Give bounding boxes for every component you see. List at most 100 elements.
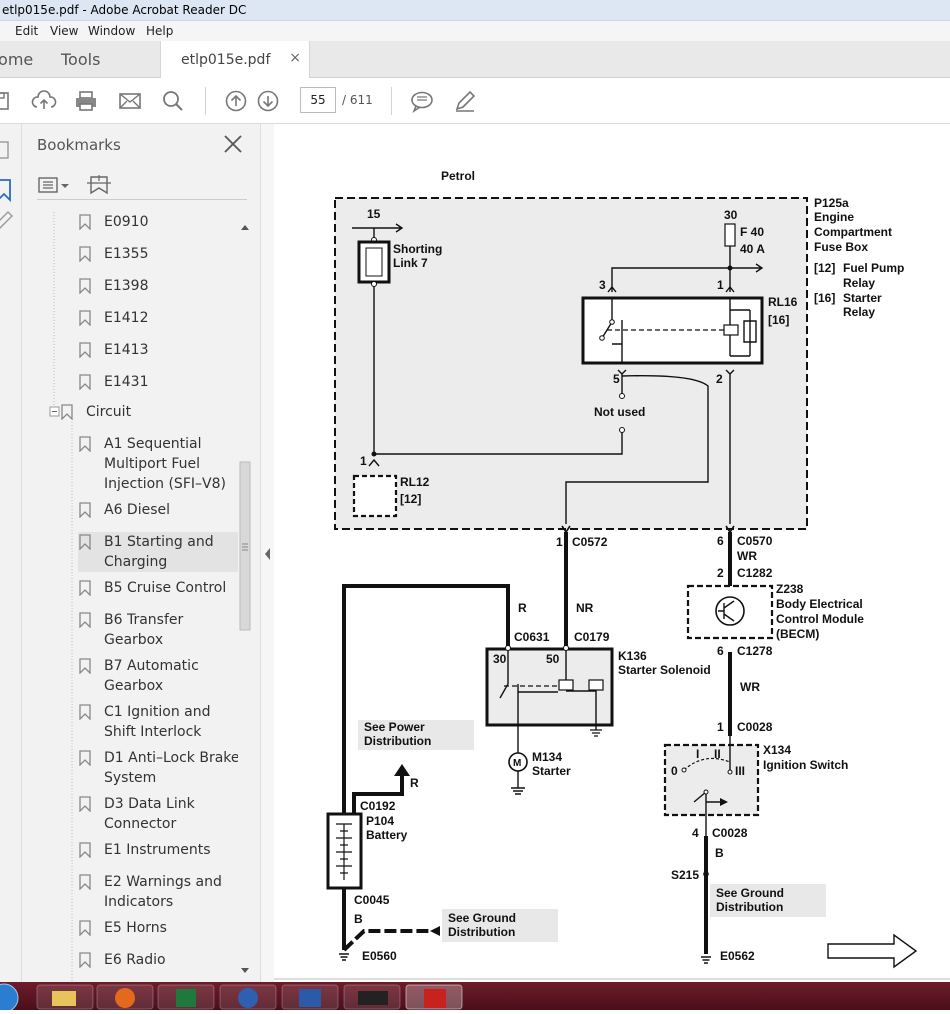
next-page-icon[interactable] bbox=[255, 89, 281, 113]
save-icon[interactable] bbox=[0, 89, 14, 113]
shorting-link-label: Link 7 bbox=[393, 256, 428, 270]
bookmark-label: Circuit bbox=[86, 404, 132, 420]
connector-label: 6 bbox=[717, 644, 724, 658]
switch-position: III bbox=[735, 764, 745, 778]
pin-label: 50 bbox=[546, 652, 560, 666]
connector-label: 4 bbox=[692, 826, 699, 840]
close-panel-icon[interactable] bbox=[221, 132, 245, 156]
attachment-icon[interactable] bbox=[0, 211, 13, 229]
comment-icon[interactable] bbox=[409, 89, 435, 114]
tab-home[interactable]: Home bbox=[0, 50, 34, 69]
wire-color-label: R bbox=[410, 776, 419, 790]
menu-help[interactable]: Help bbox=[146, 24, 174, 38]
bookmark-tree-lines bbox=[49, 212, 73, 982]
pin-label: 1 bbox=[360, 454, 367, 468]
bookmark-icon bbox=[79, 246, 91, 262]
bookmark-label: C1 Ignition and Shift Interlock bbox=[104, 704, 211, 740]
bookmark-icon bbox=[79, 502, 91, 518]
connector-label: C0192 bbox=[360, 799, 396, 813]
ignition-label: Ignition Switch bbox=[763, 758, 848, 772]
bookmark-icon bbox=[79, 750, 91, 766]
scroll-down-icon[interactable] bbox=[241, 968, 249, 973]
pin-label: 5 bbox=[613, 372, 620, 386]
bookmark-label: B1 Starting and Charging bbox=[104, 534, 214, 570]
bookmark-label: B6 Transfer Gearbox bbox=[104, 612, 184, 648]
connector-label: C0570 bbox=[737, 534, 773, 548]
bookmarks-nav-icon[interactable] bbox=[0, 179, 11, 203]
navigation-strip bbox=[0, 124, 22, 982]
see-power-label: See Power bbox=[364, 720, 425, 734]
connector-label: C0028 bbox=[737, 720, 773, 734]
bookmark-icon bbox=[79, 534, 91, 550]
wire-color-label: WR bbox=[737, 549, 757, 563]
menu-view[interactable]: View bbox=[50, 24, 79, 38]
see-ground-box bbox=[710, 884, 826, 917]
bookmarks-toolbar-icons bbox=[38, 175, 111, 195]
connector-label: C0572 bbox=[572, 535, 608, 549]
wire-color-label: WR bbox=[740, 680, 760, 694]
ignition-switch bbox=[663, 743, 760, 817]
shorting-link-label: Shorting bbox=[393, 242, 442, 256]
relay-label: RL12 bbox=[400, 475, 430, 489]
menu-bar: Edit View Window Help bbox=[0, 21, 950, 41]
bookmark-label: A1 Sequential Multiport Fuel Injection (… bbox=[104, 436, 226, 492]
bookmark-label: E6 Radio bbox=[104, 952, 166, 968]
pen-icon[interactable] bbox=[452, 89, 478, 113]
expand-bookmark-icon[interactable] bbox=[87, 175, 111, 195]
bookmark-label: E5 Horns bbox=[104, 920, 167, 936]
toolbar-separator bbox=[391, 87, 392, 115]
see-power-label: Distribution bbox=[364, 734, 431, 748]
wire-color-label: B bbox=[715, 846, 724, 860]
previous-page-icon[interactable] bbox=[223, 89, 249, 113]
fuse-f40 bbox=[724, 223, 736, 247]
mail-icon[interactable] bbox=[117, 89, 143, 113]
connector-label: C0045 bbox=[354, 893, 390, 907]
pin-label: 2 bbox=[716, 372, 723, 386]
switch-position: 0 bbox=[671, 764, 678, 778]
page-number-input[interactable]: 55 bbox=[300, 87, 336, 113]
bookmark-item-selected[interactable]: B1 Starting and Charging bbox=[78, 532, 238, 572]
bookmark-icon bbox=[79, 796, 91, 812]
relay-label: [12] bbox=[400, 492, 421, 506]
bookmarks-list: E0910 E1355 E1398 E1412 E1413 E1431 Circ… bbox=[22, 212, 238, 982]
document-tab-label: etlp015e.pdf bbox=[181, 52, 271, 68]
panel-collapse-handle[interactable] bbox=[260, 124, 274, 982]
document-viewer: Petrol P125a Engine Compartment Fuse Box… bbox=[274, 124, 950, 982]
fusebox-label: Fuse Box bbox=[814, 240, 868, 254]
relay-rl12 bbox=[352, 474, 398, 518]
becm-label: (BECM) bbox=[776, 627, 819, 641]
menu-window[interactable]: Window bbox=[88, 24, 136, 38]
collapse-arrow-icon[interactable] bbox=[265, 548, 270, 560]
options-menu-icon[interactable] bbox=[38, 177, 69, 193]
connector-label: C0179 bbox=[574, 630, 610, 644]
connector-label: 1 bbox=[556, 535, 563, 549]
connector-label: 6 bbox=[717, 534, 724, 548]
print-icon[interactable] bbox=[73, 89, 99, 113]
taskbar bbox=[0, 982, 950, 1013]
bookmark-icon bbox=[79, 436, 91, 452]
menu-edit[interactable]: Edit bbox=[15, 24, 39, 38]
bookmark-icon bbox=[79, 920, 91, 936]
ignition-label: X134 bbox=[763, 743, 791, 757]
bookmark-label: E1398 bbox=[104, 278, 149, 294]
scrollbar-thumb[interactable] bbox=[239, 461, 251, 631]
start-button-icon[interactable] bbox=[0, 983, 19, 1013]
bookmark-icon bbox=[79, 658, 91, 674]
upload-cloud-icon[interactable] bbox=[31, 89, 57, 113]
search-icon[interactable] bbox=[160, 89, 186, 113]
page-count: / 611 bbox=[342, 93, 373, 107]
fuse-label: 40 A bbox=[740, 242, 765, 256]
tab-tools[interactable]: Tools bbox=[61, 50, 101, 69]
bookmark-icon bbox=[79, 704, 91, 720]
connector-label: C1278 bbox=[737, 644, 773, 658]
bookmark-label: E2 Warnings and Indicators bbox=[104, 874, 222, 910]
document-tab[interactable]: etlp015e.pdf × bbox=[160, 41, 310, 79]
scroll-up-icon[interactable] bbox=[241, 225, 249, 230]
close-tab-icon[interactable]: × bbox=[289, 50, 301, 66]
page-thumbnails-icon[interactable] bbox=[0, 141, 9, 159]
bookmarks-toolbar bbox=[37, 170, 247, 200]
bookmark-icon bbox=[79, 842, 91, 858]
bookmark-label: E0910 bbox=[104, 214, 149, 230]
bookmarks-scrollbar[interactable] bbox=[238, 212, 252, 982]
see-ground-label: See Ground bbox=[448, 911, 516, 925]
